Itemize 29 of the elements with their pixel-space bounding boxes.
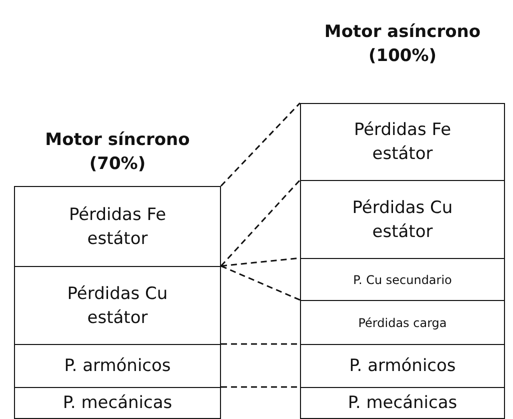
dashed-line [221,386,300,388]
loss-label: P. armónicos [64,355,171,378]
loss-box [14,266,221,346]
loss-stack [300,20,505,417]
loss-label: Pérdidas Cu estátor [351,196,454,244]
loss-box [300,103,505,182]
loss-label: Pérdidas Fe estátor [352,119,452,166]
loss-stack [14,128,221,417]
loss-box [300,344,505,388]
loss-label: P. Cu secundario [353,272,452,289]
loss-box [300,387,505,418]
dashed-line [220,265,300,301]
dashed-line [221,343,300,345]
loss-box [14,344,221,388]
dashed-line [220,180,301,266]
loss-box [300,180,505,260]
loss-label: Pérdidas Cu estátor [66,282,169,330]
loss-box [300,300,505,346]
loss-label: P. mecánicas [348,392,458,415]
loss-box [14,387,221,418]
loss-box [14,186,221,268]
loss-label: Pérdidas Fe estátor [68,204,168,251]
loss-box [300,258,505,302]
stack-heading: Motor síncrono (70%) [44,129,191,176]
dashed-line [220,102,301,187]
loss-label: P. armónicos [349,355,456,378]
loss-label: P. mecánicas [62,392,172,415]
loss-label: Pérdidas carga [358,314,447,332]
stack-heading: Motor asíncrono (100%) [323,21,482,68]
